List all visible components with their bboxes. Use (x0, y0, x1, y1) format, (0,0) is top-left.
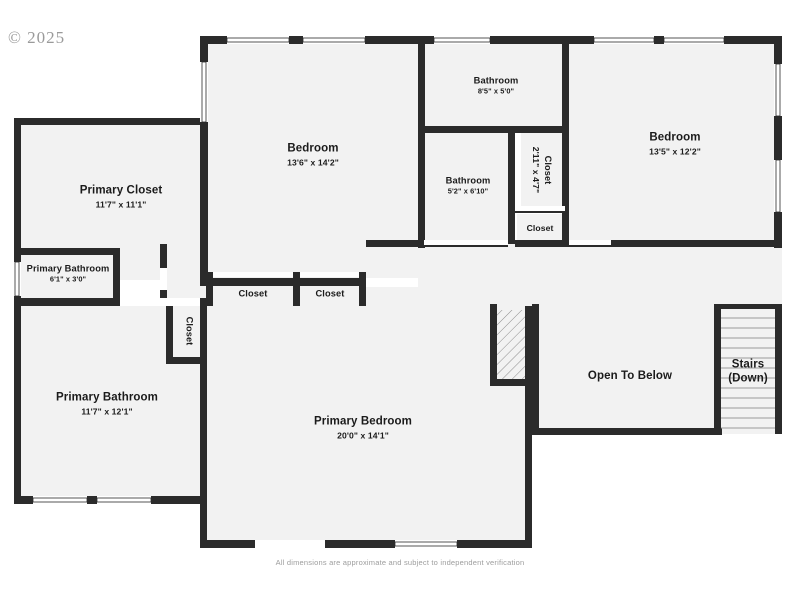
room-label-bedroom-top-right: Bedroom 13'5" x 12'2" (649, 132, 701, 157)
room-label-bathroom-top: Bathroom 8'5" x 5'0" (474, 76, 519, 97)
room-label-closet-small-c: Closet (527, 223, 554, 233)
room-dimensions: 5'2" x 6'10" (447, 186, 489, 196)
room-label-closet-small-b: Closet (315, 289, 344, 300)
room-dimensions: 11'7" x 11'1" (95, 199, 147, 210)
room-dimensions: 2'11" x 4'7" (531, 146, 542, 194)
room-name: Primary Bathroom (26, 263, 110, 274)
room-name: Closet (526, 222, 554, 233)
room-name: Bedroom (649, 131, 701, 144)
room-name: Bathroom (473, 75, 519, 86)
area-label-stairs: Stairs (Down) (728, 358, 768, 385)
area-sublabel: (Down) (728, 372, 768, 384)
room-name: Bedroom (287, 142, 339, 155)
room-label-primary-bathroom-small: Primary Bathroom 6'1" x 3'0" (22, 264, 114, 285)
room-label-closet-small-a: Closet (238, 289, 267, 300)
room-name: Closet (184, 316, 195, 346)
room-dimensions: 6'1" x 3'0" (49, 274, 87, 284)
room-dimensions: 13'6" x 14'2" (287, 157, 339, 168)
room-name: Primary Bathroom (56, 391, 158, 404)
room-name: Primary Closet (79, 184, 163, 197)
room-dimensions: 11'7" x 12'1" (81, 406, 133, 417)
room-label-primary-bathroom-large: Primary Bathroom 11'7" x 12'1" (56, 392, 158, 417)
room-name: Closet (238, 288, 268, 299)
area-name: Stairs (731, 358, 765, 371)
copyright-notice: © 2025 (8, 28, 66, 47)
stair-treads (721, 317, 775, 429)
room-dimensions: 20'0" x 14'1" (337, 430, 389, 441)
room-label-closet-vertical-left: Closet (184, 316, 195, 346)
room-floor-fills (16, 42, 782, 546)
room-label-bedroom-top-left: Bedroom 13'6" x 14'2" (287, 143, 339, 168)
room-name: Closet (315, 288, 345, 299)
room-dimensions: 8'5" x 5'0" (477, 86, 515, 96)
area-name: Open To Below (587, 370, 673, 383)
room-label-bathroom-center: Bathroom 5'2" x 6'10" (446, 176, 491, 197)
room-dimensions: 13'5" x 12'2" (649, 146, 701, 157)
disclaimer-text: All dimensions are approximate and subje… (275, 558, 525, 567)
room-name: Bathroom (445, 175, 491, 186)
room-name: Closet (543, 155, 553, 185)
room-name: Primary Bedroom (313, 415, 413, 428)
room-label-primary-bedroom: Primary Bedroom 20'0" x 14'1" (314, 416, 412, 441)
room-label-primary-closet: Primary Closet 11'7" x 11'1" (80, 185, 163, 210)
area-label-open-to-below: Open To Below (588, 370, 672, 384)
window-openings (14, 36, 782, 548)
room-label-closet-vertical-center: Closet 2'11" x 4'7" (531, 147, 553, 193)
